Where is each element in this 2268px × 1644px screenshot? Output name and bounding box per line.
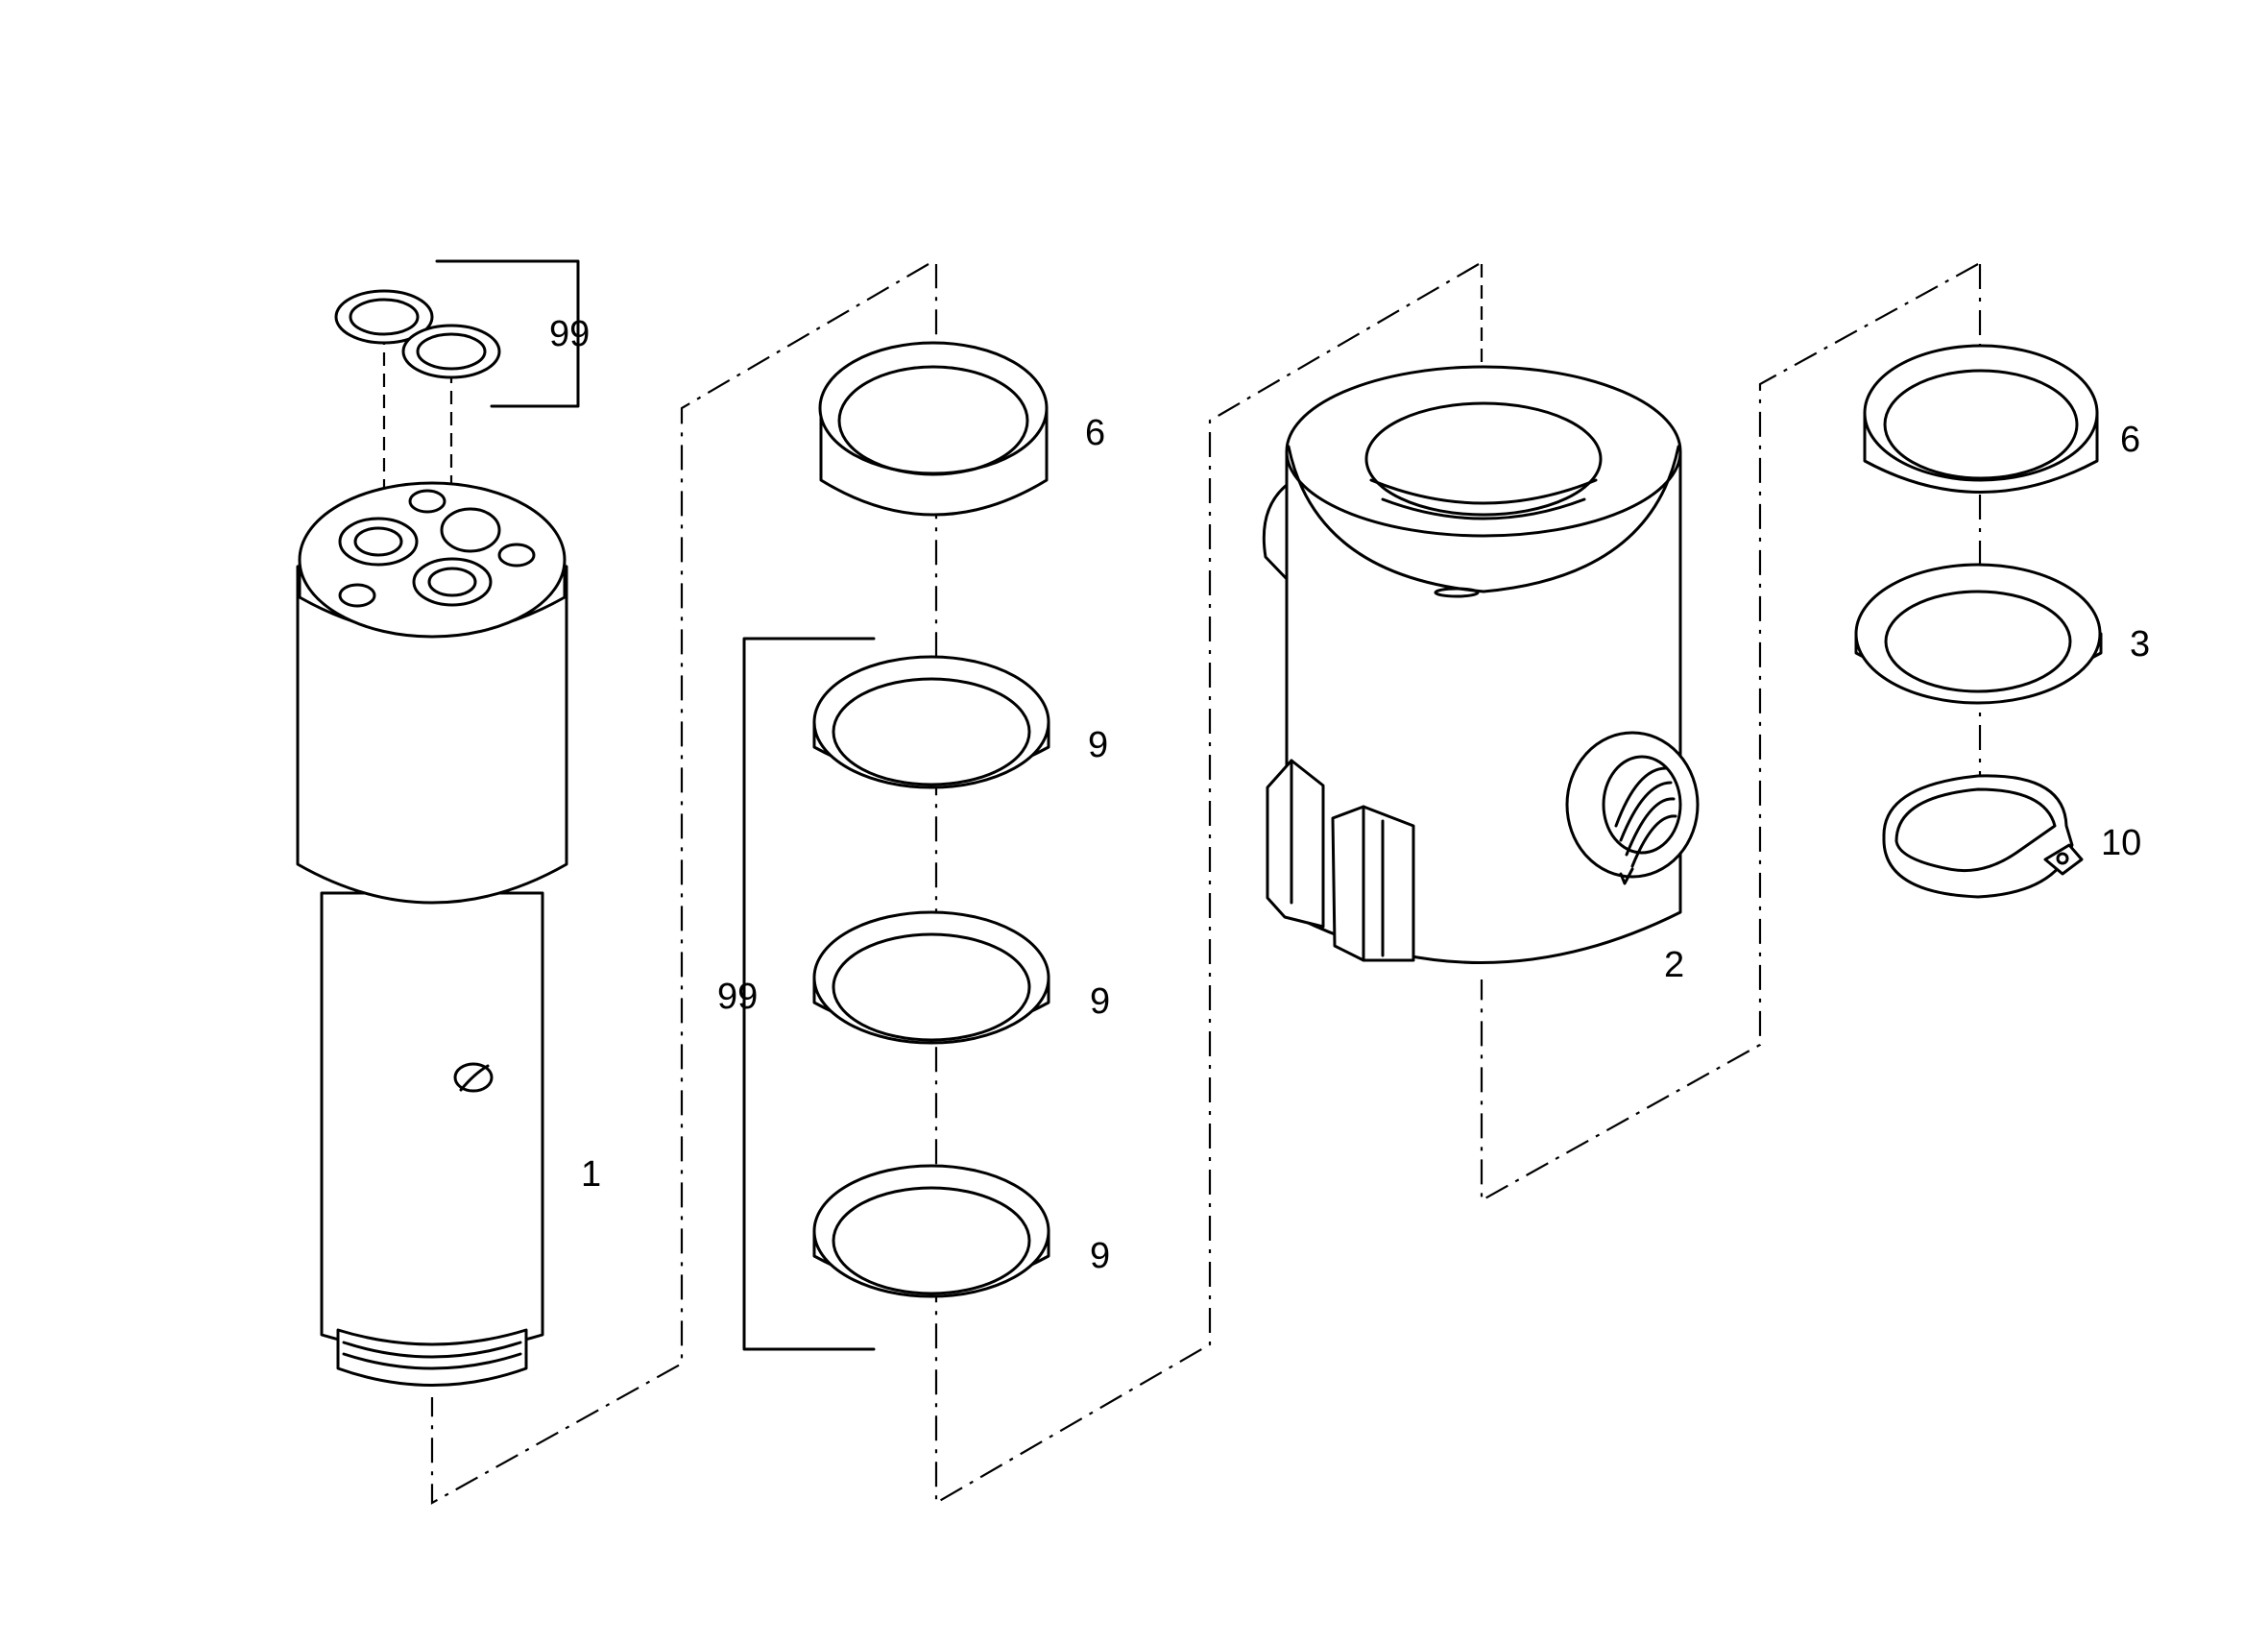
washer-part-3	[1854, 563, 2103, 705]
seal-ring-part-9-c	[812, 1164, 1050, 1298]
seal-ring-99-a	[334, 289, 434, 345]
centerlines	[382, 263, 1982, 1505]
callout-9-c: 9	[1090, 1236, 1110, 1276]
seal-ring-part-9-b	[812, 910, 1050, 1045]
callout-6-left: 6	[1085, 413, 1105, 453]
sleeve-part-6-left	[818, 341, 1049, 517]
callout-9-a: 9	[1088, 725, 1108, 765]
seal-ring-part-9-a	[812, 655, 1050, 789]
callout-2: 2	[1664, 945, 1684, 985]
callout-labels: 99 1 6 9 9 9 99 2 6 3 10	[549, 314, 2150, 1276]
callout-1: 1	[581, 1154, 601, 1195]
sleeve-part-6-right	[1863, 344, 2099, 494]
callout-10: 10	[2101, 823, 2141, 863]
callout-6-right: 6	[2120, 420, 2140, 460]
seal-ring-99-b	[401, 324, 501, 379]
callout-99-top: 99	[549, 314, 590, 354]
callout-99-left: 99	[717, 977, 758, 1017]
callout-9-b: 9	[1090, 981, 1110, 1022]
callout-3: 3	[2130, 624, 2150, 665]
bracket-lines	[435, 259, 876, 1351]
housing-part-2	[1262, 365, 1700, 964]
circlip-part-10	[1882, 774, 2084, 899]
shaft-part-1	[296, 481, 568, 1387]
